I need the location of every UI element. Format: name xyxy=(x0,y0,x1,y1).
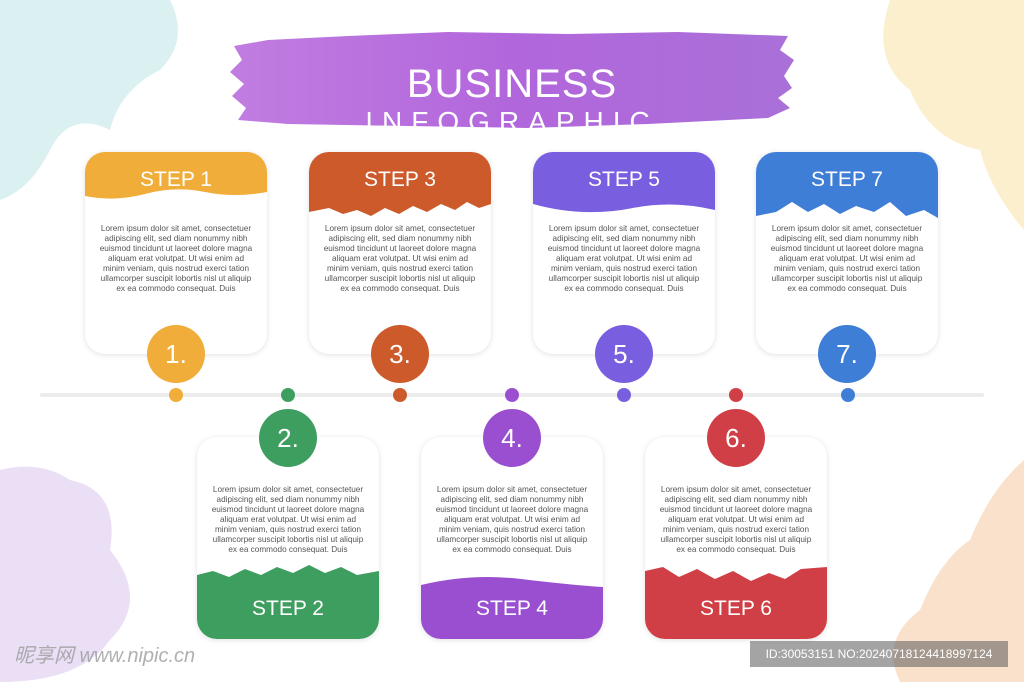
title-subtitle: INFOGRAPHIC xyxy=(365,106,659,137)
step-2-number-circle: 2. xyxy=(259,409,317,467)
step-4-text: Lorem ipsum dolor sit amet, consectetuer… xyxy=(435,485,589,554)
step-card-7: STEP 7 Lorem ipsum dolor sit amet, conse… xyxy=(756,152,938,354)
step-2-text: Lorem ipsum dolor sit amet, consectetuer… xyxy=(211,485,365,554)
step-7-number-circle: 7. xyxy=(818,325,876,383)
step-4-number-circle: 4. xyxy=(483,409,541,467)
step-7-label: STEP 7 xyxy=(811,168,883,191)
timeline-dot-3 xyxy=(393,388,407,402)
timeline-dot-2 xyxy=(281,388,295,402)
timeline-dot-1 xyxy=(169,388,183,402)
step-3-color-band xyxy=(309,152,491,216)
step-card-5: STEP 5 Lorem ipsum dolor sit amet, conse… xyxy=(533,152,715,354)
title-banner: BUSINESS INFOGRAPHIC xyxy=(228,26,796,136)
step-6-color-band xyxy=(645,567,827,639)
timeline-dot-5 xyxy=(617,388,631,402)
step-6-number-circle: 6. xyxy=(707,409,765,467)
timeline-dot-4 xyxy=(505,388,519,402)
step-card-6: Lorem ipsum dolor sit amet, consectetuer… xyxy=(645,437,827,639)
step-4-label: STEP 4 xyxy=(476,597,548,620)
step-1-text: Lorem ipsum dolor sit amet, consectetuer… xyxy=(99,224,253,293)
step-7-text: Lorem ipsum dolor sit amet, consectetuer… xyxy=(770,224,924,293)
step-5-text: Lorem ipsum dolor sit amet, consectetuer… xyxy=(547,224,701,293)
step-4-color-band xyxy=(421,577,603,639)
step-5-label: STEP 5 xyxy=(588,168,660,191)
step-5-color-band xyxy=(533,152,715,213)
watermark-id-bar: ID:30053151 NO:20240718124418997124 xyxy=(750,641,1008,667)
step-3-text: Lorem ipsum dolor sit amet, consectetuer… xyxy=(323,224,477,293)
step-card-4: Lorem ipsum dolor sit amet, consectetuer… xyxy=(421,437,603,639)
step-3-number-circle: 3. xyxy=(371,325,429,383)
title-main: BUSINESS xyxy=(406,62,618,106)
step-1-color-band xyxy=(85,152,267,199)
step-7-color-band xyxy=(756,152,938,218)
step-card-3: STEP 3 Lorem ipsum dolor sit amet, conse… xyxy=(309,152,491,354)
purple-brush-stroke xyxy=(230,32,794,128)
step-card-1: STEP 1 Lorem ipsum dolor sit amet, conse… xyxy=(85,152,267,354)
step-card-2: Lorem ipsum dolor sit amet, consectetuer… xyxy=(197,437,379,639)
timeline-dot-7 xyxy=(841,388,855,402)
step-6-text: Lorem ipsum dolor sit amet, consectetuer… xyxy=(659,485,813,554)
step-3-label: STEP 3 xyxy=(364,168,436,191)
watermark-left: 昵享网 www.nipic.cn xyxy=(14,645,196,667)
step-2-label: STEP 2 xyxy=(252,597,324,620)
step-2-color-band xyxy=(197,565,379,639)
step-1-number-circle: 1. xyxy=(147,325,205,383)
timeline-dot-6 xyxy=(729,388,743,402)
step-6-label: STEP 6 xyxy=(700,597,772,620)
step-5-number-circle: 5. xyxy=(595,325,653,383)
step-1-label: STEP 1 xyxy=(140,168,212,191)
